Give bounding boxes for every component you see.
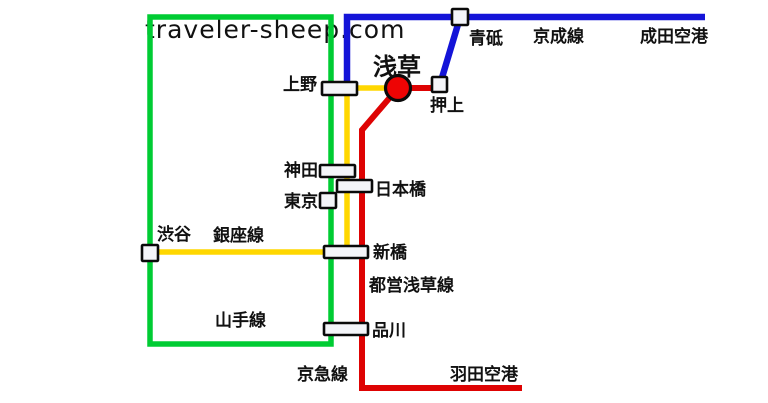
station-label-nihombashi: 日本橋 <box>375 179 427 200</box>
destination-label-haneda-airport: 羽田空港 <box>450 364 519 385</box>
station-box-ueno <box>320 80 359 97</box>
station-label-asakusa: 浅草 <box>373 53 421 81</box>
asakusa-station-marker <box>383 73 413 103</box>
yamanote-line-path <box>147 14 334 347</box>
line-label-ginza: 銀座線 <box>213 225 264 246</box>
station-box-shinagawa <box>322 321 370 337</box>
station-box-oshiage <box>430 75 449 94</box>
station-label-shinagawa: 品川 <box>372 321 406 341</box>
station-box-shimbashi <box>322 244 370 260</box>
line-label-keikyu: 京急線 <box>297 364 348 385</box>
station-label-shimbashi: 新橋 <box>373 242 408 263</box>
line-label-keisei: 京成線 <box>533 26 584 47</box>
station-box-nihombashi <box>335 178 374 194</box>
station-box-tokyo <box>318 191 338 210</box>
station-box-shibuya <box>140 243 160 263</box>
keisei-oshiage-branch-path <box>437 20 463 82</box>
station-label-kanda: 神田 <box>284 160 318 181</box>
destination-label-narita-airport: 成田空港 <box>640 26 709 47</box>
station-label-shibuya: 渋谷 <box>157 224 192 245</box>
station-label-aoto: 青砥 <box>469 28 503 49</box>
station-box-aoto <box>450 7 470 27</box>
station-label-oshiage: 押上 <box>430 95 464 116</box>
line-label-toei-asakusa: 都営浅草線 <box>368 275 454 296</box>
station-label-tokyo: 東京 <box>284 191 318 212</box>
station-label-ueno: 上野 <box>283 75 317 95</box>
station-box-kanda <box>318 163 357 179</box>
line-label-yamanote: 山手線 <box>215 310 266 331</box>
keisei-line-path <box>343 13 705 88</box>
